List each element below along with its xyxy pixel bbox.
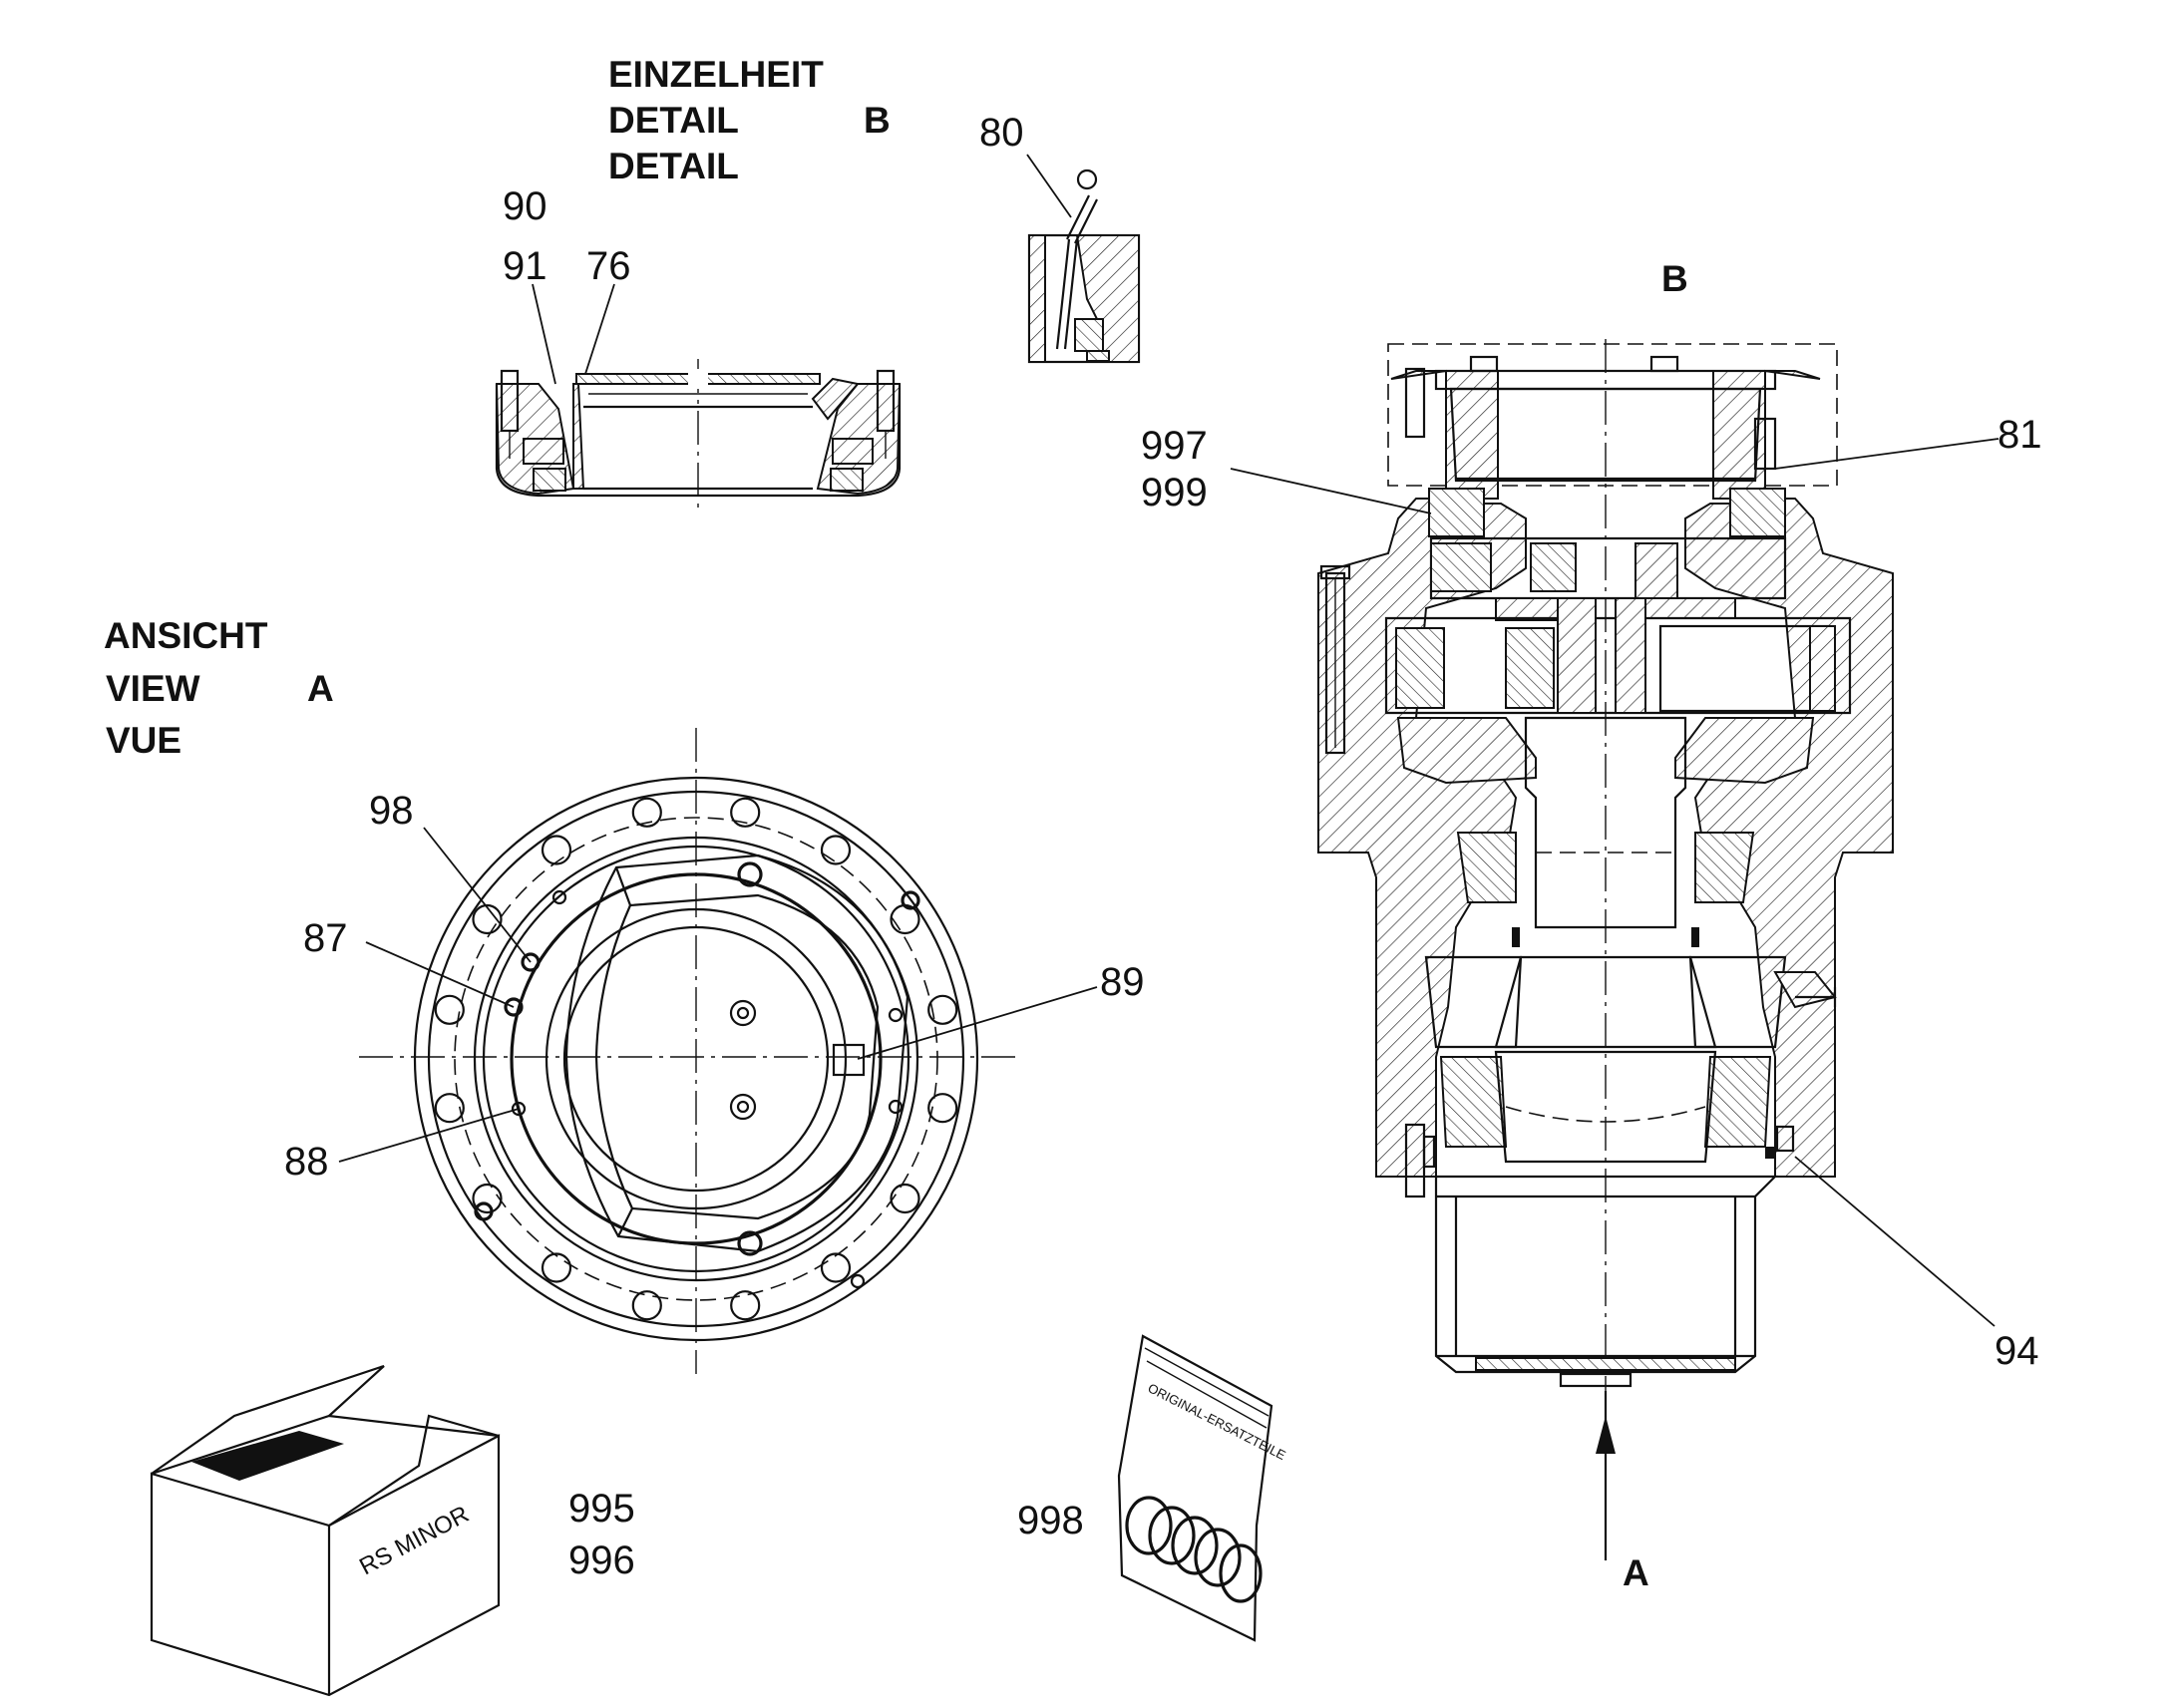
callout-996: 996 bbox=[568, 1538, 635, 1582]
callout-89: 89 bbox=[1100, 960, 1145, 1004]
section-mark-b: B bbox=[1661, 258, 1688, 299]
bolt-hole bbox=[631, 797, 662, 828]
bolt-hole bbox=[927, 1093, 958, 1124]
bolt-hole-circle bbox=[434, 797, 958, 1321]
callout-76: 76 bbox=[586, 244, 631, 288]
callout-numbers: 80 90 91 76 997 999 81 98 87 89 88 94 99… bbox=[284, 111, 2042, 1582]
main-section-drawing bbox=[1317, 339, 1894, 1560]
bolt-hole bbox=[730, 1290, 761, 1321]
callout-leaders bbox=[338, 154, 1999, 1327]
bag-label: ORIGINAL-ERSATZTEILE bbox=[1146, 1380, 1288, 1463]
view-a-heading-line3: VUE bbox=[106, 720, 182, 761]
callout-997: 997 bbox=[1141, 424, 1208, 468]
callout-90: 90 bbox=[503, 184, 547, 228]
callout-999: 999 bbox=[1141, 471, 1208, 514]
lubrication-nipple-detail bbox=[1027, 169, 1141, 364]
view-a-drawing bbox=[359, 728, 1022, 1374]
view-a-letter: A bbox=[307, 668, 334, 709]
callout-81: 81 bbox=[1998, 413, 2042, 457]
view-a-heading: ANSICHT VIEW VUE A bbox=[104, 615, 334, 761]
bolt-hole bbox=[434, 1093, 465, 1124]
box-label: RS MINOR bbox=[355, 1501, 474, 1580]
bolt-hole bbox=[434, 994, 465, 1025]
detail-b-heading-line3: DETAIL bbox=[608, 146, 739, 186]
bolt-hole bbox=[541, 835, 572, 865]
carton-box-drawing: RS MINOR bbox=[150, 1364, 501, 1697]
view-a-heading-line2: VIEW bbox=[106, 668, 200, 709]
detail-b-section-drawing bbox=[495, 359, 902, 513]
callout-80: 80 bbox=[979, 111, 1024, 155]
detail-b-heading: EINZELHEIT DETAIL DETAIL B bbox=[608, 54, 891, 186]
view-a-heading-line1: ANSICHT bbox=[104, 615, 268, 656]
section-mark-a: A bbox=[1623, 1552, 1649, 1593]
bolt-hole bbox=[541, 1252, 572, 1283]
bolt-hole bbox=[472, 1183, 503, 1214]
bolt-hole bbox=[820, 835, 852, 865]
bolt-hole bbox=[890, 903, 920, 935]
detail-b-heading-line2: DETAIL bbox=[608, 100, 739, 141]
bolt-hole bbox=[631, 1290, 662, 1321]
callout-87: 87 bbox=[303, 916, 348, 960]
bolt-hole bbox=[730, 797, 761, 828]
callout-94: 94 bbox=[1995, 1329, 2039, 1373]
callout-98: 98 bbox=[369, 789, 414, 833]
bolt-hole bbox=[927, 994, 958, 1025]
detail-b-heading-line1: EINZELHEIT bbox=[608, 54, 824, 95]
callout-995: 995 bbox=[568, 1487, 635, 1531]
seal-kit-bag-drawing: ORIGINAL-ERSATZTEILE bbox=[1117, 1334, 1288, 1642]
callout-91: 91 bbox=[503, 244, 547, 288]
bolt-hole bbox=[890, 1183, 920, 1214]
callout-88: 88 bbox=[284, 1140, 329, 1184]
callout-998: 998 bbox=[1017, 1499, 1084, 1542]
bolt-hole bbox=[472, 903, 503, 935]
bolt-hole bbox=[820, 1252, 852, 1283]
detail-b-letter: B bbox=[864, 100, 891, 141]
